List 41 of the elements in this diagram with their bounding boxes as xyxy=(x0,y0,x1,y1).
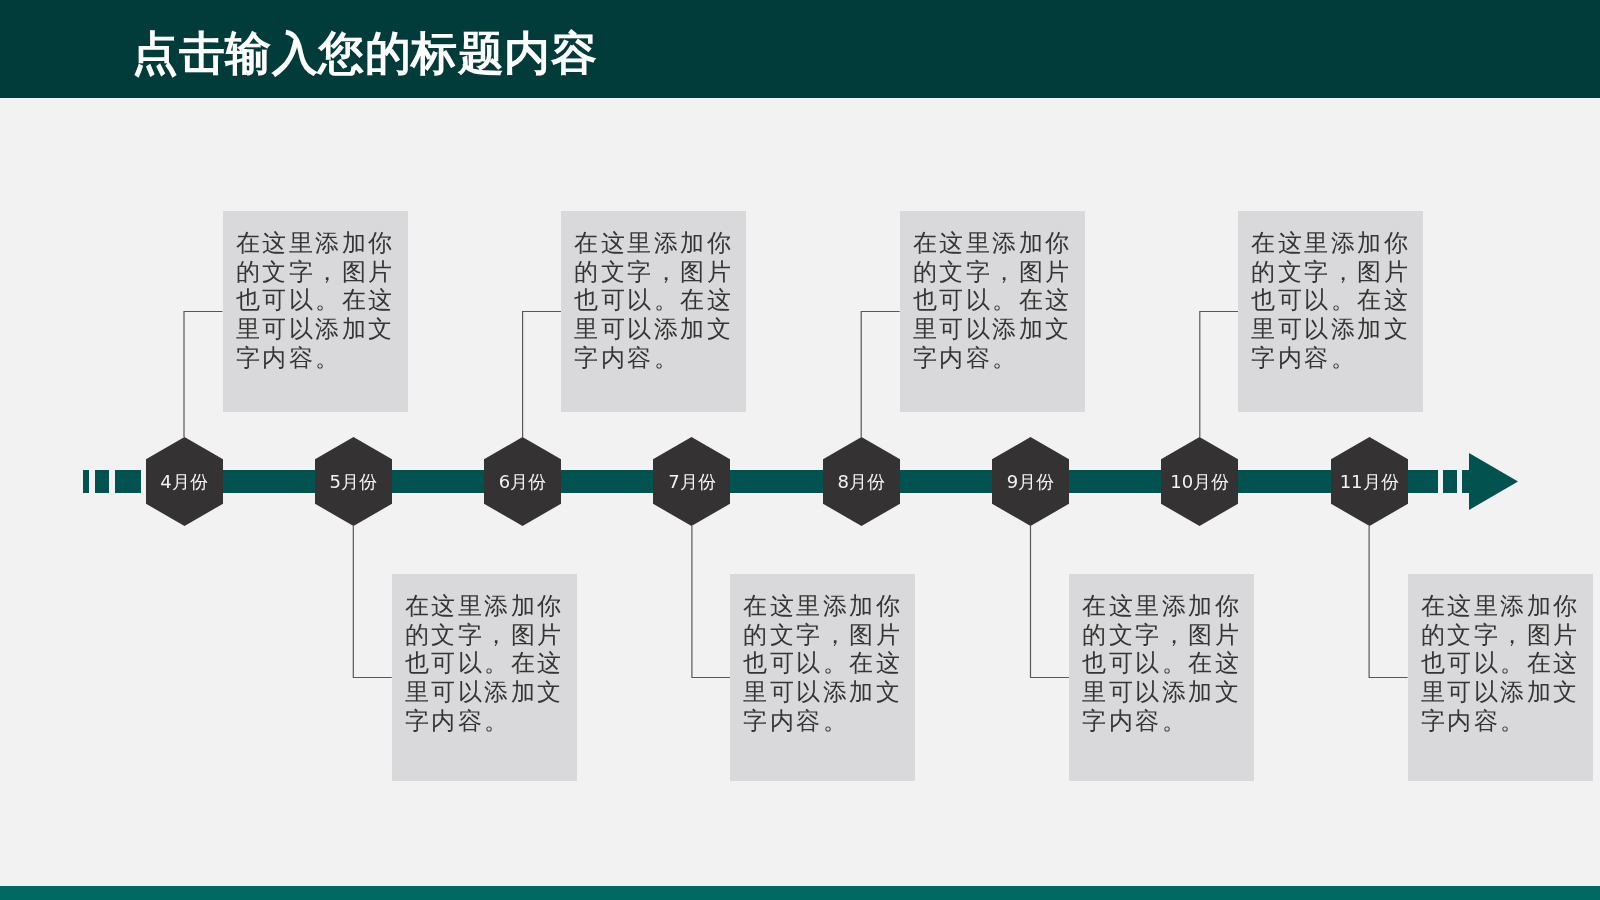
card-text: 在这里添加你的文字，图片也可以。在这里可以添加文字内容。 xyxy=(1082,592,1242,736)
month-label: 8月份 xyxy=(837,470,885,493)
leader-line xyxy=(691,525,731,679)
leader-line xyxy=(1199,310,1239,438)
month-label: 7月份 xyxy=(668,470,716,493)
leader-line xyxy=(860,310,901,438)
card-text: 在这里添加你的文字，图片也可以。在这里可以添加文字内容。 xyxy=(743,592,904,736)
card-text: 在这里添加你的文字，图片也可以。在这里可以添加文字内容。 xyxy=(912,229,1073,373)
text-card xyxy=(730,574,916,781)
leader-line xyxy=(352,525,393,679)
text-card xyxy=(1238,211,1424,412)
text-card xyxy=(391,574,577,781)
card-text: 在这里添加你的文字，图片也可以。在这里可以添加文字内容。 xyxy=(1251,229,1412,373)
card-text: 在这里添加你的文字，图片也可以。在这里可以添加文字内容。 xyxy=(1420,592,1581,736)
hexagon-marker xyxy=(145,437,223,526)
month-label: 5月份 xyxy=(329,470,377,493)
hexagon-marker xyxy=(314,437,392,526)
month-label: 11月份 xyxy=(1339,470,1399,493)
hexagon-marker xyxy=(484,437,562,526)
page-title: 点击输入您的标题内容 xyxy=(132,26,597,80)
text-card xyxy=(899,211,1085,412)
leader-line xyxy=(522,310,562,438)
text-card xyxy=(222,211,408,412)
month-label: 10月份 xyxy=(1170,470,1230,493)
hexagon-marker xyxy=(992,437,1069,526)
hexagon-marker xyxy=(653,437,731,526)
text-card xyxy=(561,211,747,412)
month-label: 9月份 xyxy=(1006,470,1055,493)
hexagon-marker xyxy=(1330,437,1408,526)
leader-line xyxy=(1029,525,1070,679)
month-label: 6月份 xyxy=(498,470,547,493)
hexagon-marker xyxy=(822,437,900,526)
month-label: 4月份 xyxy=(160,470,208,493)
leader-line xyxy=(183,310,224,438)
hexagon-marker xyxy=(1161,437,1239,526)
leader-line xyxy=(1368,525,1409,679)
text-card xyxy=(1407,574,1593,781)
card-text: 在这里添加你的文字，图片也可以。在这里可以添加文字内容。 xyxy=(235,229,396,373)
card-text: 在这里添加你的文字，图片也可以。在这里可以添加文字内容。 xyxy=(574,229,735,373)
text-card xyxy=(1069,574,1254,781)
card-text: 在这里添加你的文字，图片也可以。在这里可以添加文字内容。 xyxy=(404,592,565,736)
